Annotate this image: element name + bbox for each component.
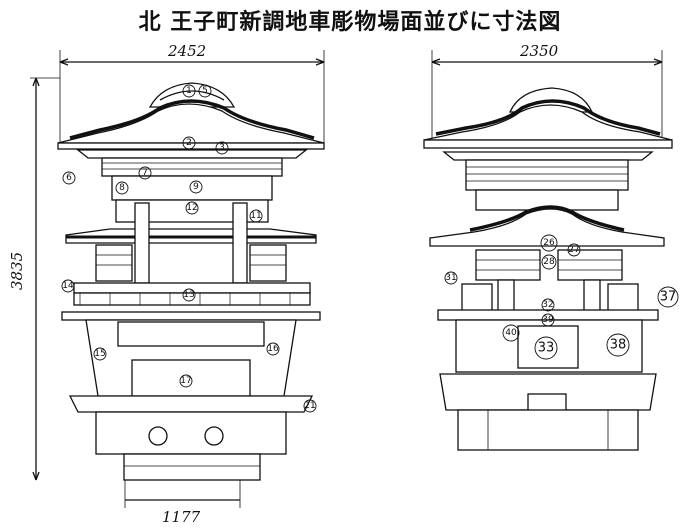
label-2: 2: [186, 138, 192, 148]
label-33: 33: [538, 341, 555, 356]
label-12: 12: [186, 203, 197, 213]
label-11: 11: [250, 211, 261, 221]
front-elevation: [30, 50, 325, 508]
label-3: 3: [219, 143, 225, 153]
label-9: 9: [193, 182, 199, 192]
drawing-title: 北 王子町新調地車彫物場面並びに寸法図: [138, 10, 562, 35]
label-8: 8: [119, 183, 125, 193]
label-5: 5: [202, 86, 208, 96]
label-32: 32: [542, 300, 553, 310]
label-7: 7: [142, 168, 148, 178]
label-6: 6: [66, 173, 72, 183]
label-16: 16: [267, 344, 279, 354]
label-37: 37: [660, 290, 677, 305]
label-15: 15: [94, 349, 105, 359]
label-38: 38: [610, 338, 627, 353]
label-1: 1: [186, 86, 192, 96]
label-27: 27: [568, 245, 579, 255]
label-28: 28: [543, 257, 555, 267]
side-elevation: [423, 50, 673, 451]
height-dimension: 3835: [8, 252, 26, 290]
label-14: 14: [62, 281, 74, 291]
label-13: 13: [183, 290, 194, 300]
label-26: 26: [543, 238, 555, 248]
front-width-dimension: 2452: [167, 42, 206, 60]
side-width-dimension: 2350: [519, 42, 559, 60]
label-40: 40: [505, 328, 517, 338]
label-17: 17: [180, 376, 191, 386]
label-31: 31: [445, 273, 456, 283]
base-width-dimension: 1177: [162, 508, 201, 526]
label-21: 21: [304, 401, 315, 411]
label-39: 39: [542, 315, 554, 325]
